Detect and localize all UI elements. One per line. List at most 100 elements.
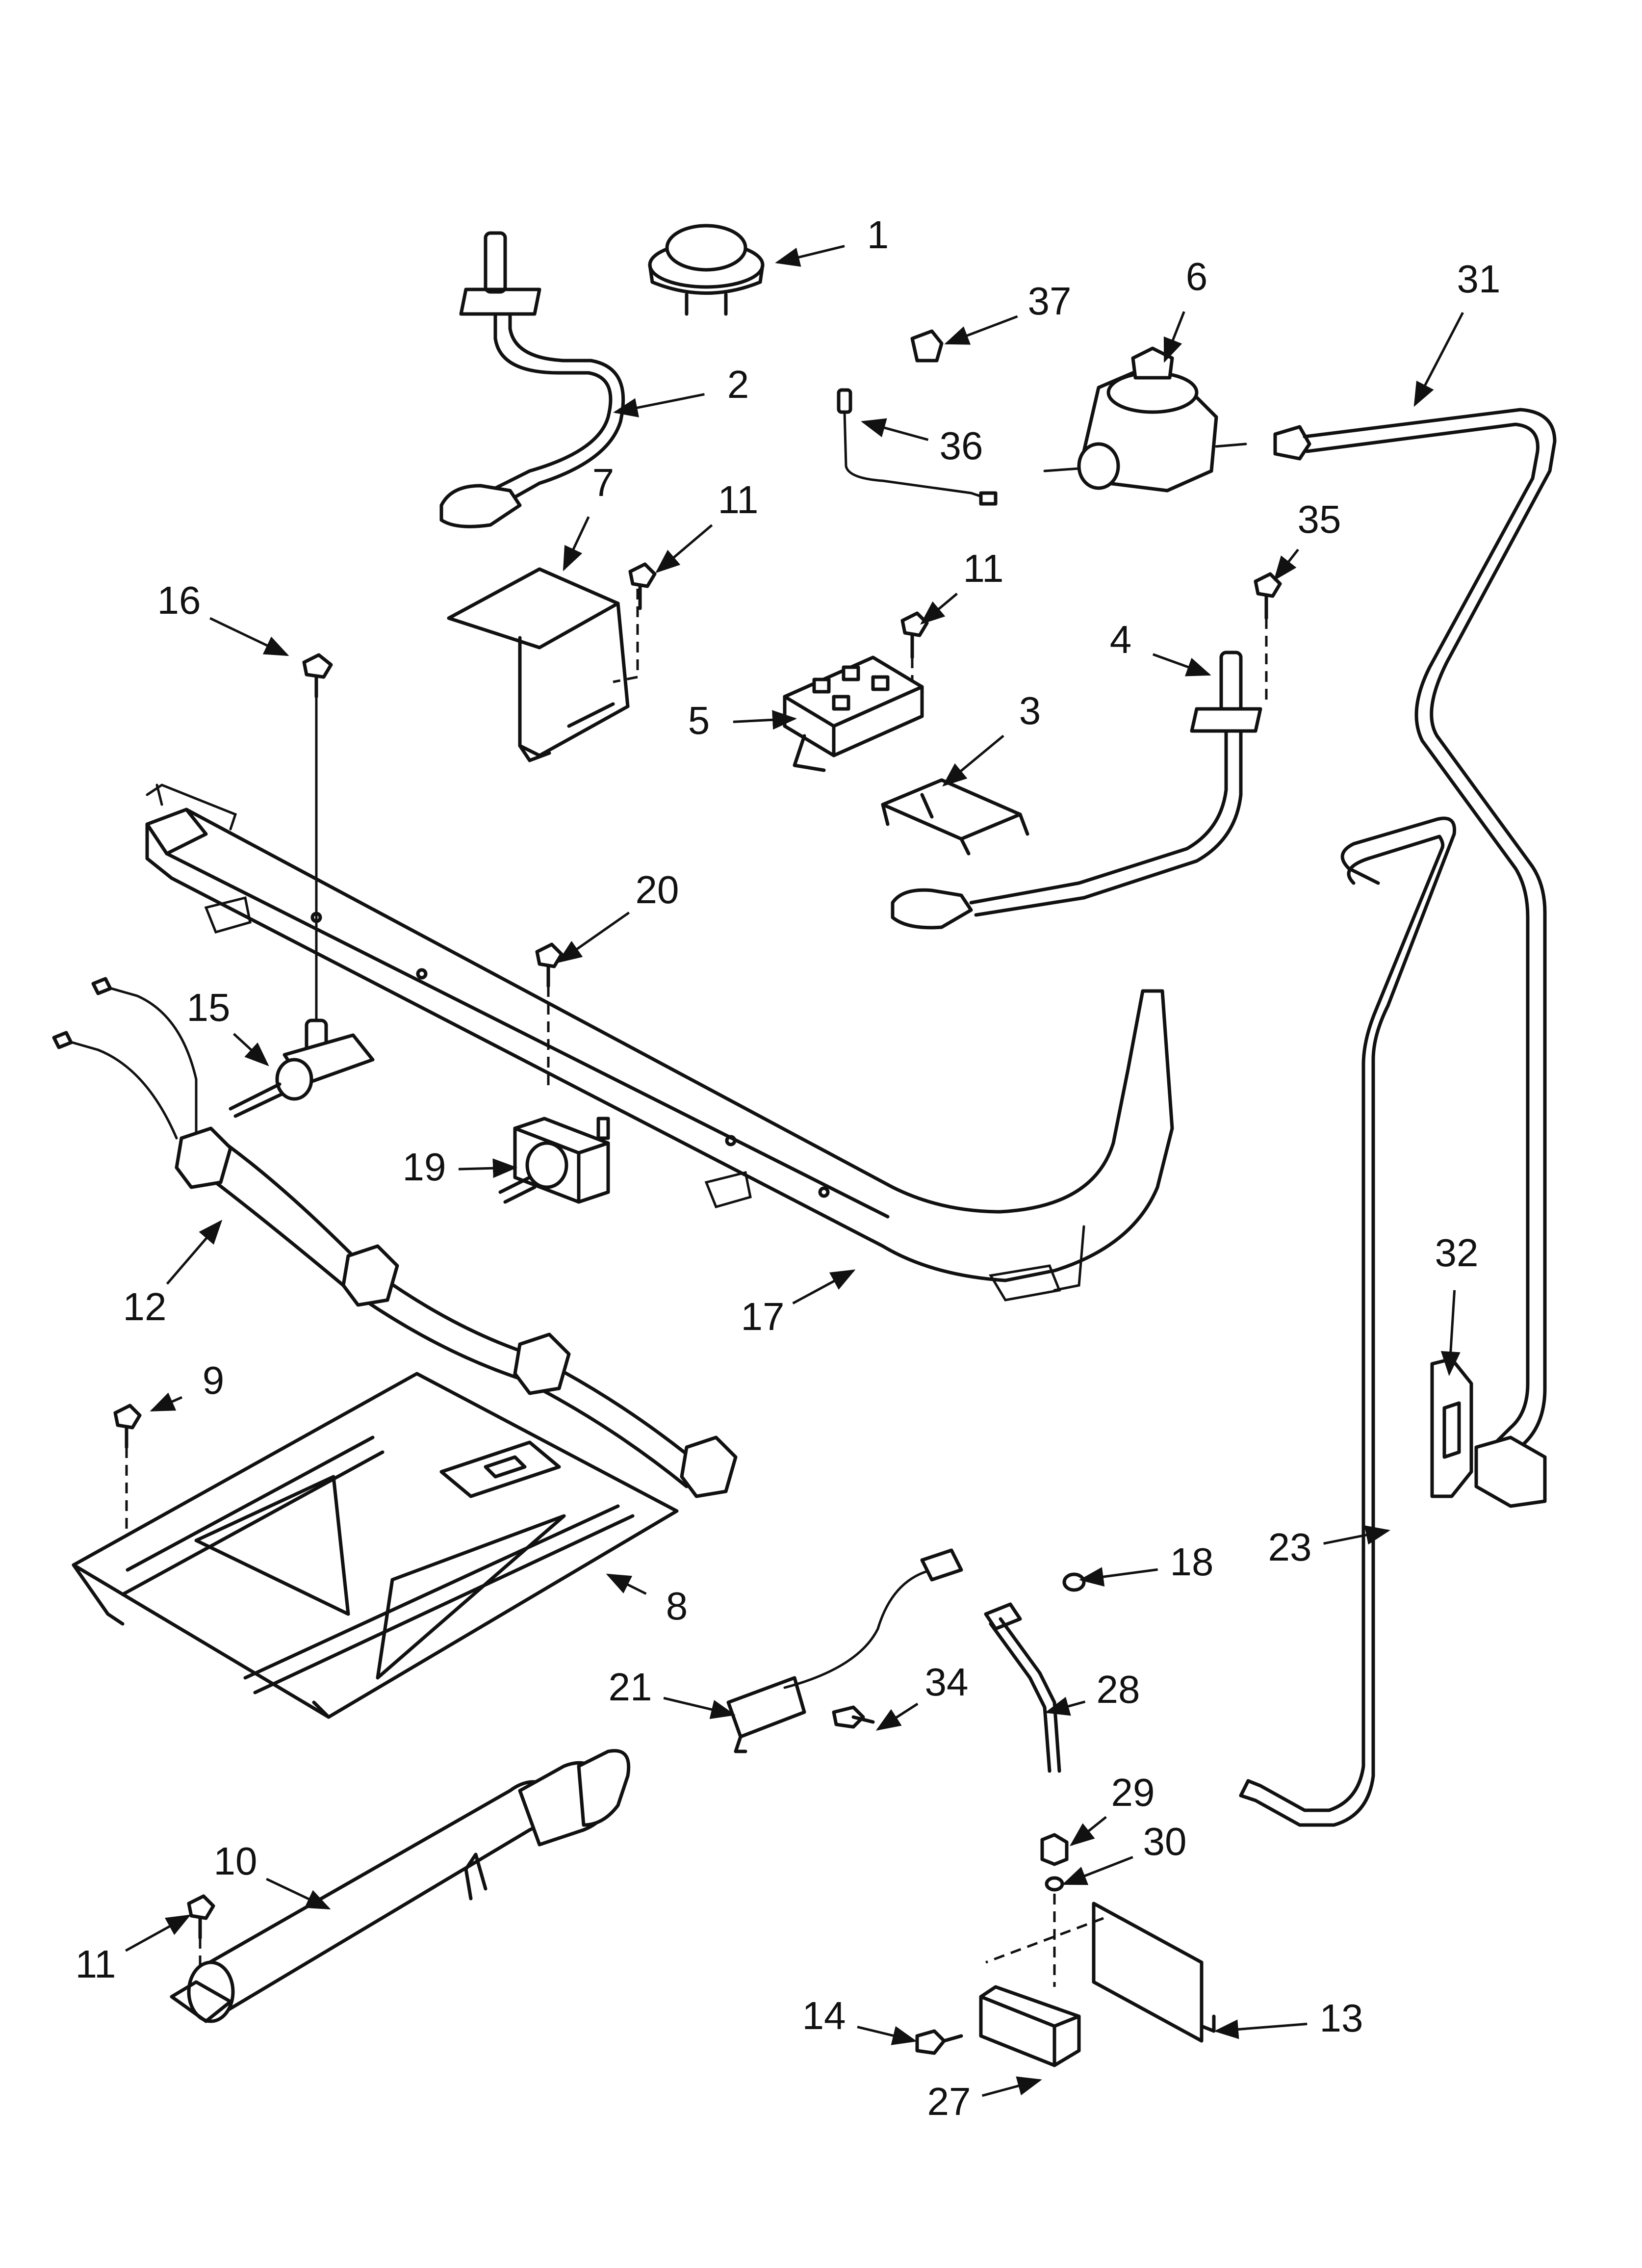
leader-arrow [266,1877,331,1910]
callout-number: 11 [963,547,1003,590]
gas-tube-part [1239,816,1457,1827]
leader-arrow [1045,1696,1086,1716]
callout-number: 13 [1320,1996,1363,2040]
leader-arrow [606,1573,647,1595]
leader-arrow [150,1392,182,1412]
leader-arrow [232,1033,269,1067]
screw-icon [915,2029,963,2055]
screw-icon [1254,572,1282,706]
burner-shield-part [72,1372,679,1719]
fitting-part [1040,1833,1069,1987]
bracket-cover-part [447,567,639,762]
manifold-rail-part [145,783,1174,1302]
screw-icon [187,1894,215,1997]
wire-harness-part [52,977,738,1498]
orifice-tube-part [984,1602,1061,1773]
callout-number: 20 [636,868,679,912]
mounting-bracket-part [881,778,1029,856]
burner-cap-part [648,224,765,316]
leader-arrow [942,734,1004,787]
leader-arrow [775,245,845,267]
leader-arrow [944,315,1018,345]
callout-number: 16 [157,578,201,622]
leader-arrow [861,418,929,441]
oven-burner-part [170,1749,631,2023]
igniter-bracket-part [979,1985,1081,2067]
leader-arrow [920,593,958,625]
callout-number: 11 [718,478,758,521]
leader-arrow [209,617,289,656]
wire-lead-part [837,388,998,506]
callout-number: 19 [403,1145,446,1189]
callout-number: 7 [592,461,615,504]
infinite-switch-part [498,1117,610,1204]
callout-number: 4 [1110,618,1132,661]
callout-number: 15 [187,986,231,1029]
callout-number: 3 [1019,689,1041,732]
callout-number: 9 [203,1358,225,1402]
main-gas-line-part [1273,408,1557,1508]
callout-number: 2 [727,363,749,406]
leader-arrow [458,1158,517,1178]
leader-arrow [166,1220,223,1285]
callout-number: 37 [1028,279,1072,323]
callout-labels: 1234567891011111112131415161718192021232… [75,213,1500,2123]
leader-arrow [125,1914,191,1952]
leader-arrow [563,516,590,572]
callout-number: 11 [75,1942,116,1986]
callout-number: 27 [927,2080,971,2123]
screw-icon [113,1404,142,1545]
screw-icon [628,562,657,610]
callout-number: 32 [1435,1231,1479,1275]
shield-bracket-part [985,1902,1216,2043]
callout-number: 8 [666,1584,688,1628]
leader-arrow [733,710,797,730]
leader-arrow [557,912,630,963]
leader-arrow [663,1696,736,1720]
callout-number: 10 [214,1839,257,1883]
callout-number: 14 [802,1994,846,2037]
leader-arrow [613,393,705,417]
burner-tube-part [891,651,1262,930]
callout-number: 35 [1298,497,1341,541]
leader-arrow [1413,312,1464,407]
callout-number: 21 [609,1665,652,1709]
leader-arrow [875,1702,919,1731]
callout-number: 5 [688,699,710,742]
callout-number: 34 [925,1660,969,1704]
leader-arrow [1163,311,1185,363]
screw-icon [302,653,333,1022]
leader-arrow [792,1269,856,1304]
leader-arrow [1273,548,1299,581]
callout-number: 17 [741,1295,785,1338]
igniter-part [726,1548,963,1753]
callout-number: 18 [1170,1540,1214,1584]
callout-number: 29 [1111,1771,1155,1814]
gas-valve-part [229,1018,375,1118]
leader-arrow [1079,1567,1158,1587]
leader-arrow [655,524,713,574]
callout-number: 12 [123,1285,167,1329]
top-burner-tube-part [439,231,625,528]
leader-arrow [1323,1525,1390,1545]
leader-arrow [857,2026,917,2045]
callout-number: 1 [867,213,889,257]
callout-number: 28 [1097,1668,1140,1711]
leader-arrow [1214,2019,1308,2039]
spark-module-part [783,655,924,772]
callout-number: 30 [1143,1820,1187,1863]
leader-arrow [1152,653,1211,677]
leader-arrow [981,2076,1042,2097]
grommet-part [910,329,944,363]
callout-number: 36 [940,424,983,468]
callout-number: 23 [1268,1525,1312,1569]
nut-part [1062,1572,1086,1592]
leader-arrow [1440,1290,1461,1376]
leader-arrow [1070,1816,1107,1847]
pressure-regulator-part [1043,346,1247,493]
leader-arrow [1062,1856,1133,1885]
small-bracket-part [1430,1357,1473,1498]
screw-icon [832,1705,875,1729]
callout-number: 31 [1457,257,1501,301]
